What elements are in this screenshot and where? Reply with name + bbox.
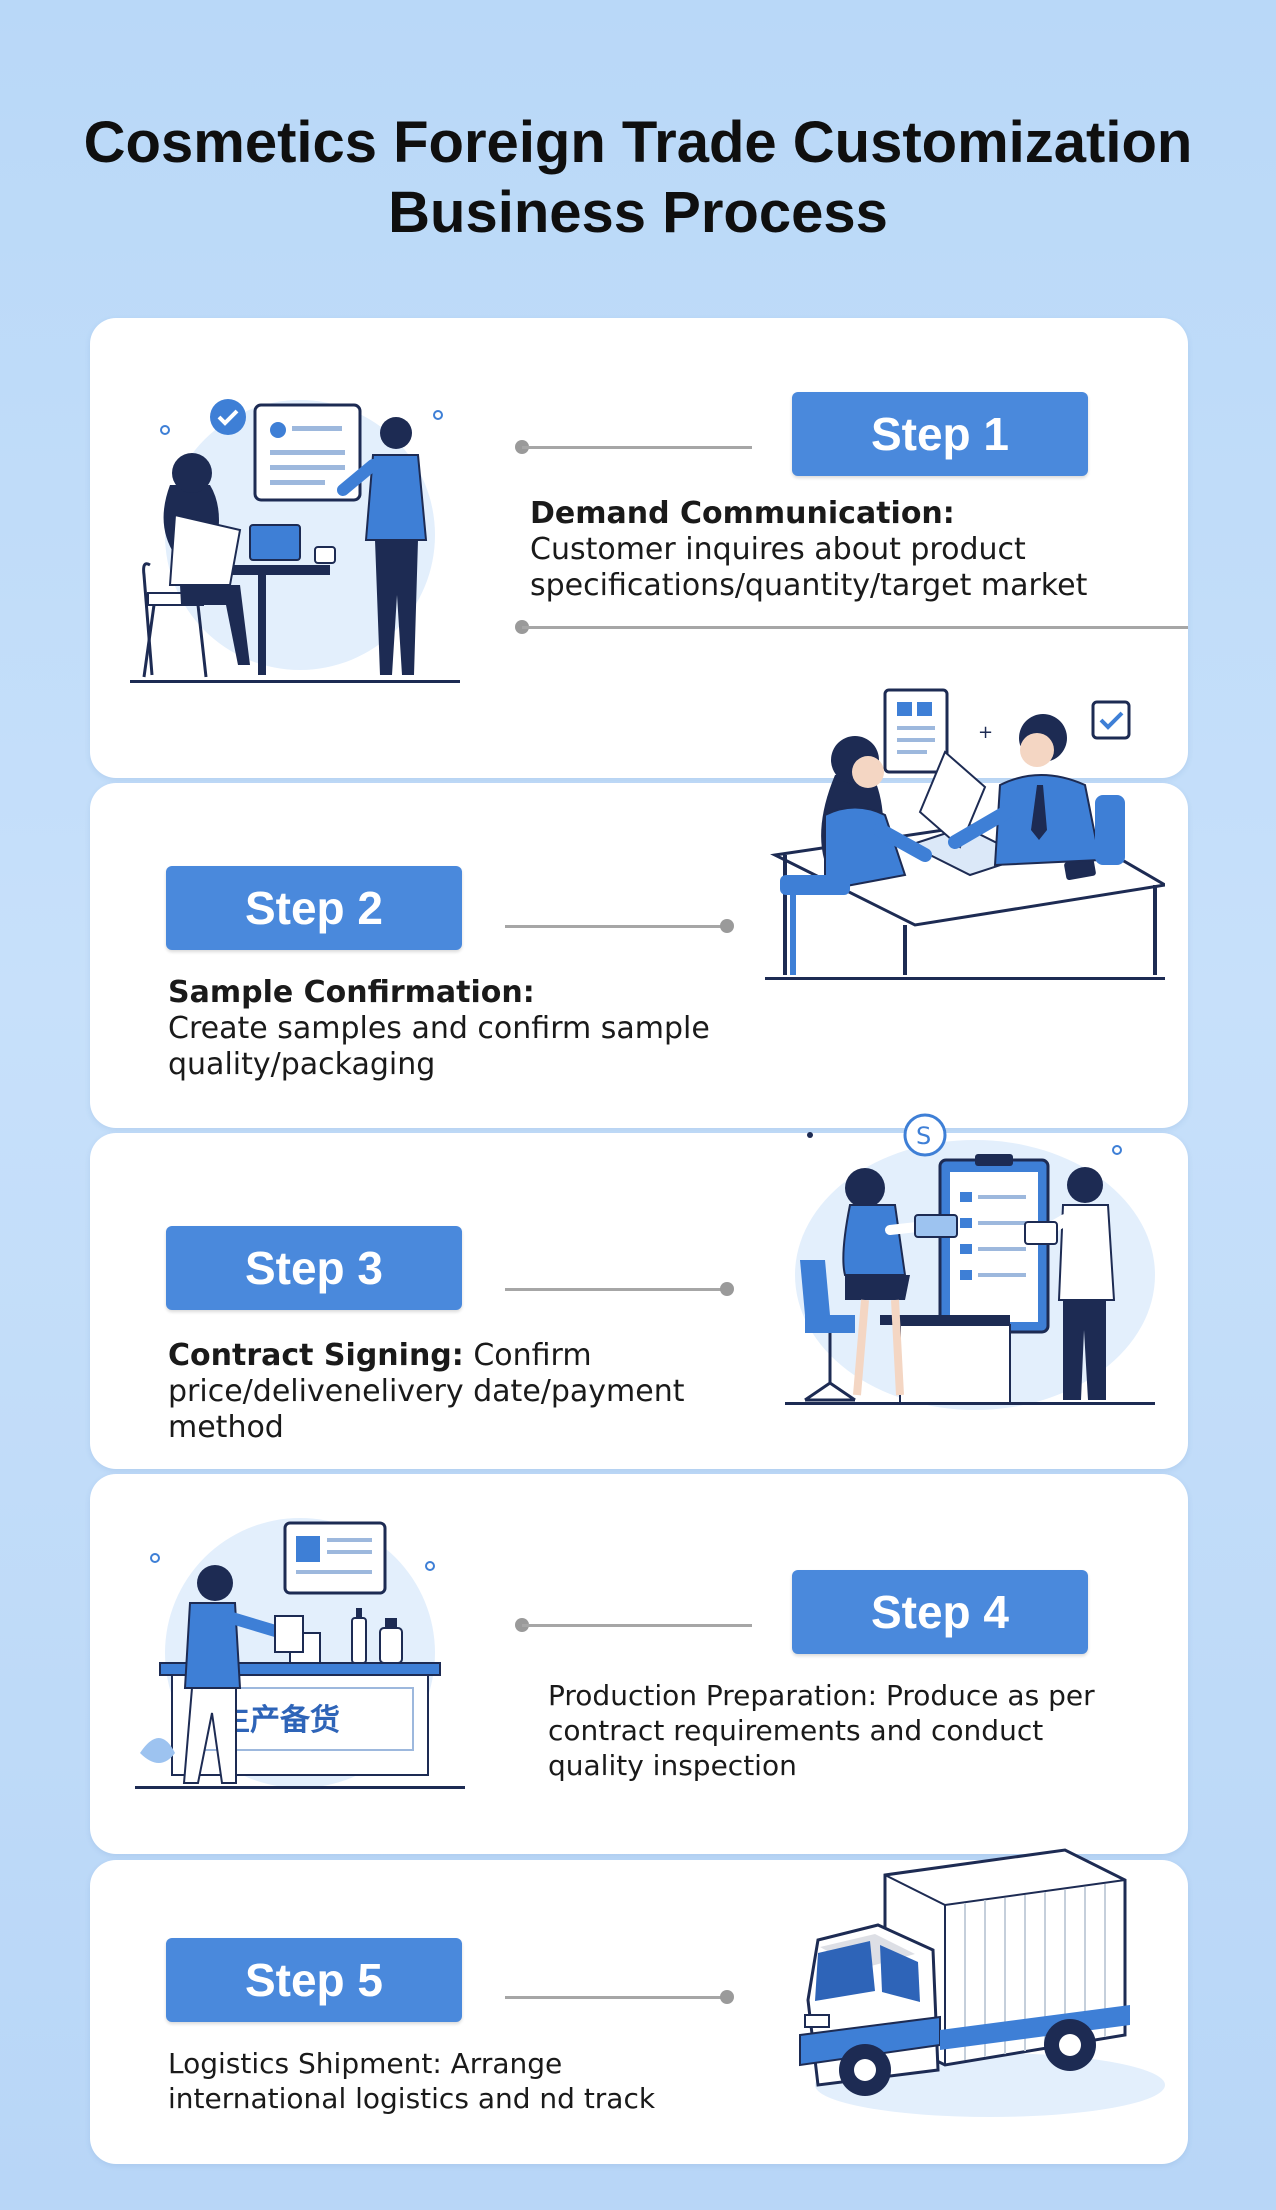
connector-line: [505, 925, 723, 928]
svg-text:+: +: [978, 722, 993, 743]
connector-line: [505, 1996, 723, 1999]
connector-line: [522, 446, 752, 449]
svg-text:S: S: [916, 1122, 931, 1150]
step-2-heading: Sample Confirmation:: [168, 975, 535, 1010]
contract-illustration: S: [785, 1113, 1155, 1410]
step-2-badge: Step 2: [166, 866, 462, 950]
negotiation-illustration: +: [765, 688, 1165, 980]
production-illustration: 生产备货: [135, 1518, 465, 1789]
step-1-body: Customer inquires about product specific…: [530, 532, 1088, 603]
step-2-body: Create samples and confirm sample qualit…: [168, 1011, 710, 1082]
connector-line: [505, 1288, 723, 1291]
meeting-illustration: [130, 399, 460, 683]
step-4-badge: Step 4: [792, 1570, 1088, 1654]
step-1-text: Demand Communication: Customer inquires …: [530, 496, 1170, 604]
page-title: Cosmetics Foreign Trade Customization Bu…: [83, 110, 1193, 245]
step-5-body: Logistics Shipment: Arrange internationa…: [168, 2047, 656, 2115]
connector-dot: [720, 1282, 734, 1296]
step-3-heading: Contract Signing:: [168, 1338, 464, 1373]
step-2-text: Sample Confirmation: Create samples and …: [168, 975, 748, 1083]
step-1-badge: Step 1: [792, 392, 1088, 476]
connector-line: [522, 626, 1188, 629]
step-3-text: Contract Signing: Confirm price/delivene…: [168, 1338, 768, 1446]
step-4-text: Production Preparation: Produce as per c…: [548, 1678, 1108, 1783]
truck-illustration: [799, 1848, 1165, 2117]
connector-dot: [720, 919, 734, 933]
step-1-heading: Demand Communication:: [530, 496, 955, 531]
step-3-body: Confirm price/delivenelivery date/paymen…: [168, 1338, 685, 1445]
step-5-text: Logistics Shipment: Arrange internationa…: [168, 2046, 728, 2116]
production-sign: 生产备货: [220, 1703, 340, 1738]
connector-dot: [720, 1990, 734, 2004]
step-3-badge: Step 3: [166, 1226, 462, 1310]
step-5-badge: Step 5: [166, 1938, 462, 2022]
connector-line: [522, 1624, 752, 1627]
step-4-body: Production Preparation: Produce as per c…: [548, 1679, 1095, 1782]
